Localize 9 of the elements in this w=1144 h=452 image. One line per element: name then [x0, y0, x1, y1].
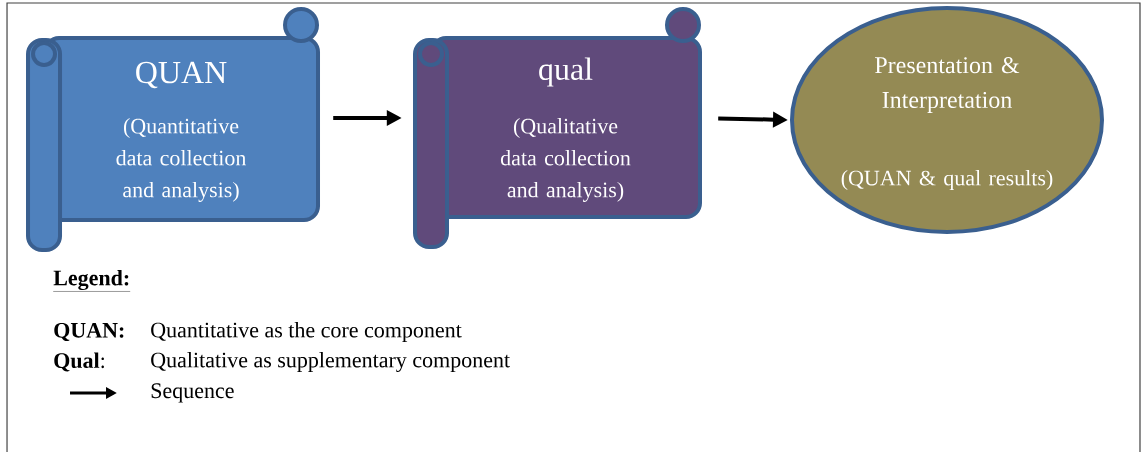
- legend-key: Qual:: [54, 352, 104, 372]
- legend-key: QUAN:: [54, 322, 124, 342]
- legend-text: Quantitative as the core component: [151, 322, 462, 342]
- legend-text: Qualitative as supplementary component: [151, 352, 510, 372]
- scroll-box: QUAN (Quantitative data collection and analysis): [26, 7, 320, 252]
- legend-heading: Legend:: [53, 269, 131, 292]
- ellipse-node: Presentation & Interpretation (QUAN & qual results): [790, 6, 1104, 234]
- scroll-box: qual (Qualitative data collection and analysis): [413, 7, 702, 249]
- legend-text: Sequence: [151, 383, 234, 403]
